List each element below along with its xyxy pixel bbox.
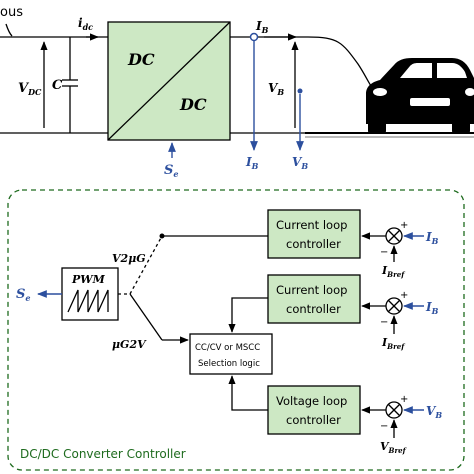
capacitor-label: C: [52, 78, 63, 93]
svg-text:−: −: [380, 317, 388, 328]
selection-logic-block: [189, 333, 273, 375]
idc-label: idc: [78, 16, 93, 32]
vbref-label: VBref: [380, 440, 408, 455]
summing-junction-2: + −: [361, 290, 424, 334]
se-controller-label: Se: [16, 287, 30, 303]
vb-label: VB: [268, 81, 284, 97]
ibref-label-1: IBref: [381, 264, 406, 279]
svg-text:+: +: [400, 394, 408, 405]
svg-text:Current loop: Current loop: [276, 218, 347, 232]
voltage-loop-controller: Voltage loop controller: [267, 385, 361, 435]
selection-logic-line2: Selection logic: [198, 359, 260, 369]
voltage-loop-to-selection: [228, 375, 268, 411]
svg-text:controller: controller: [286, 302, 341, 316]
vdc-label: VDC: [18, 81, 42, 97]
current-loop-controller-2: Current loop controller: [267, 274, 361, 324]
svg-text:+: +: [400, 290, 408, 301]
g2v-mode-label: μG2V: [112, 338, 147, 351]
v2g-mode-label: V2μG: [112, 252, 146, 265]
svg-text:−: −: [380, 247, 388, 258]
svg-text:controller: controller: [286, 413, 341, 427]
dc-output-label: DC: [179, 95, 207, 114]
electric-car-icon: [366, 58, 474, 134]
controller-title: DC/DC Converter Controller: [20, 447, 186, 461]
svg-text:+: +: [400, 220, 408, 231]
svg-text:Current loop: Current loop: [276, 283, 347, 297]
controller-boundary: [7, 189, 465, 471]
svg-text:controller: controller: [286, 237, 341, 251]
dcdc-diagonal: [107, 21, 231, 141]
selection-logic-line1: CC/CV or MSCC: [195, 343, 260, 353]
pwm-sawtooth-icon: [67, 289, 109, 313]
ibref-label-2: IBref: [381, 336, 406, 351]
charging-cable: [307, 36, 375, 91]
current-loop-2-to-selection: [228, 297, 268, 333]
pwm-block: [61, 267, 119, 321]
switch-upper-arm: [129, 235, 163, 295]
svg-text:−: −: [380, 421, 388, 432]
ib-feedback-label-1: IB: [425, 230, 439, 246]
ib-measure-label: IB: [245, 155, 259, 171]
vb-feedback-label: VB: [426, 404, 442, 420]
current-sensor-node: [249, 32, 259, 42]
se-top-label: Se: [164, 163, 178, 179]
svg-text:Voltage loop: Voltage loop: [276, 394, 347, 408]
dc-input-label: DC: [127, 50, 155, 69]
ib-feedback-label-2: IB: [425, 300, 439, 316]
pwm-label: PWM: [71, 273, 106, 286]
summing-junction-3: + −: [361, 394, 424, 438]
left-cut-curve: [5, 23, 13, 37]
ib-label: IB: [255, 19, 269, 35]
voltage-sensor-node: [297, 88, 303, 94]
switch-lower-arm: [129, 293, 163, 341]
summing-junction-1: + −: [361, 220, 424, 262]
current-loop-controller-1: Current loop controller: [267, 209, 361, 259]
left-cut-label: ous: [0, 5, 23, 20]
vb-measure-label: VB: [292, 155, 308, 171]
